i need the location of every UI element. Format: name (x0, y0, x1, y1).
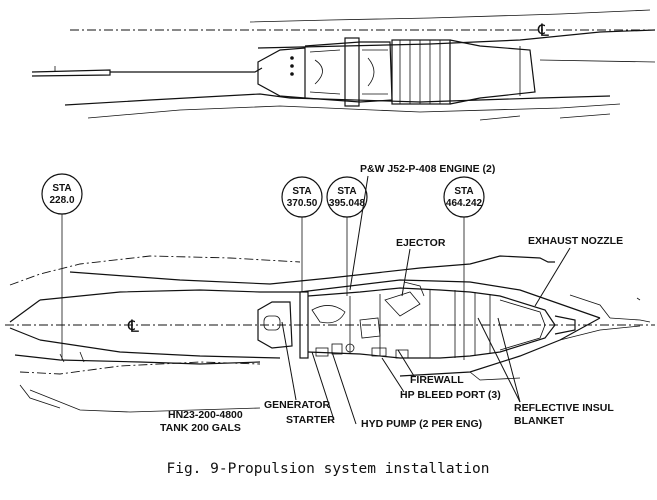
engine-callout: P&W J52-P-408 ENGINE (2) (360, 163, 495, 175)
callouts: P&W J52-P-408 ENGINE (2) EJECTOR EXHAUST… (160, 163, 623, 434)
exhaust-nozzle-callout: EXHAUST NOZZLE (528, 235, 623, 247)
station-464-label: STA (454, 186, 473, 197)
station-464-value: 464.242 (446, 198, 483, 209)
station-markers: STA 228.0 STA 370.50 STA 395.048 STA 464… (41, 173, 485, 360)
station-370-value: 370.50 (287, 198, 318, 209)
station-228: STA 228.0 (41, 173, 83, 360)
top-centerline-symbol: ℄ (537, 21, 549, 41)
top-view-drawing: ℄ (31, 9, 656, 121)
side-view-drawing: ℄ (5, 255, 655, 413)
station-228-value: 228.0 (49, 195, 74, 206)
station-395-label: STA (337, 186, 356, 197)
ejector-callout: EJECTOR (396, 237, 446, 249)
station-395: STA 395.048 (326, 176, 368, 296)
reflective-blanket-callout: BLANKET (514, 415, 565, 427)
tank-capacity-callout: TANK 200 GALS (160, 422, 241, 434)
hyd-pump-callout: HYD PUMP (2 PER ENG) (361, 418, 482, 430)
station-395-value: 395.048 (329, 198, 366, 209)
station-228-label: STA (52, 183, 71, 194)
figure-caption: Fig. 9-Propulsion system installation (166, 461, 489, 477)
side-centerline-symbol: ℄ (127, 317, 139, 337)
station-370-label: STA (292, 186, 311, 197)
station-370: STA 370.50 (281, 176, 323, 292)
station-464: STA 464.242 (443, 176, 485, 360)
starter-callout: STARTER (286, 414, 335, 426)
generator-callout: GENERATOR (264, 399, 331, 411)
hp-bleed-port-callout: HP BLEED PORT (3) (400, 389, 501, 401)
tank-part-callout: HN23-200-4800 (168, 409, 243, 421)
reflective-insul-callout: REFLECTIVE INSUL (514, 402, 614, 414)
firewall-callout: FIREWALL (410, 374, 464, 386)
